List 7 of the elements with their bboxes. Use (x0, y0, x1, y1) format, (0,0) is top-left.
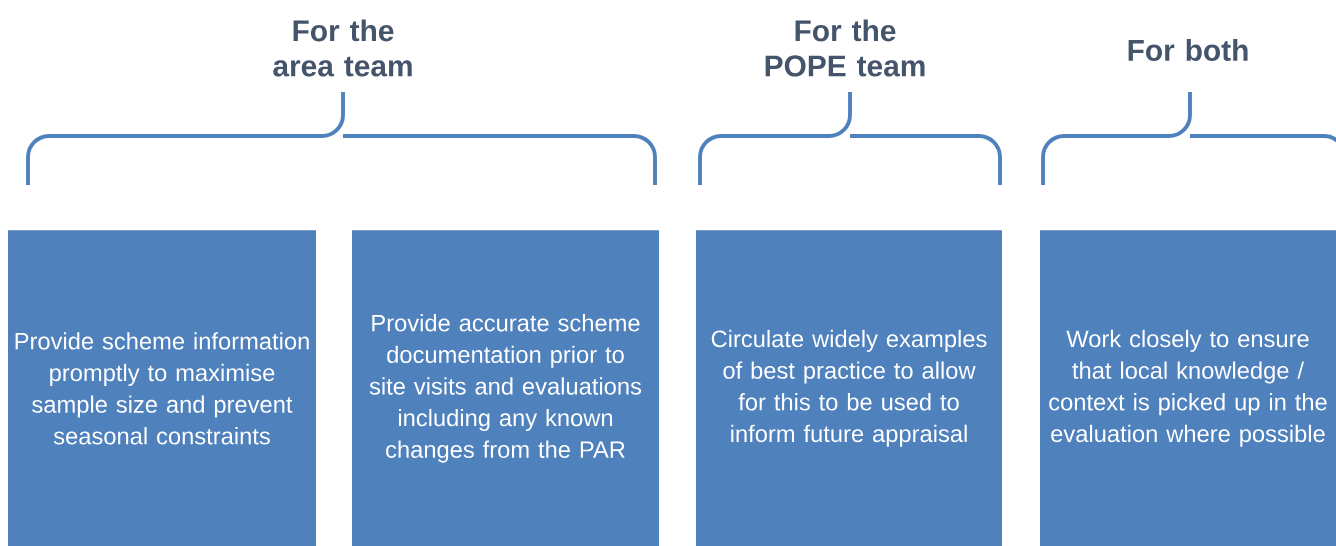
process-box: Work closely to ensure that local knowledge / context is picked up in the evaluation where possible (1040, 230, 1336, 546)
process-box: Provide scheme information promptly to maximise sample size and prevent seasonal constraints (8, 230, 316, 546)
heading: For the area team (273, 19, 412, 77)
heading: For the POPE team (765, 19, 925, 77)
heading: For both (1128, 39, 1248, 61)
process-box: Circulate widely examples of best practice to allow for this to be used to inform future appraisal (696, 230, 1002, 546)
process-box: Provide accurate scheme documentation prior to site visits and evaluations including any known changes from the PAR (352, 230, 659, 546)
